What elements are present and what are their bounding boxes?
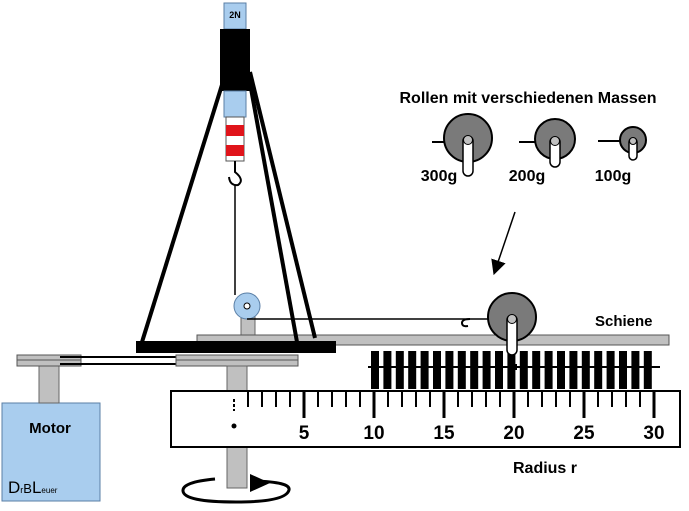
ruler-tick-label: 10 bbox=[363, 423, 384, 444]
rail-pin bbox=[631, 351, 640, 389]
rail-bar bbox=[196, 334, 670, 346]
roller-100g bbox=[598, 126, 647, 161]
rail-pin bbox=[445, 351, 454, 389]
rail-pin bbox=[371, 351, 379, 389]
ruler: 5 10 15 20 25 30 bbox=[170, 390, 681, 448]
motor-box bbox=[1, 402, 101, 502]
roller-on-rail bbox=[460, 292, 537, 356]
rail-pin bbox=[643, 351, 652, 389]
rail-pin bbox=[408, 351, 417, 389]
ruler-tick-label: 30 bbox=[643, 423, 664, 444]
rail-pin bbox=[383, 351, 392, 389]
rail bbox=[196, 334, 670, 389]
roller-300g bbox=[432, 113, 493, 177]
roller-100g-label: 100g bbox=[595, 168, 631, 185]
roller-200g-label: 200g bbox=[509, 168, 545, 185]
motor-shaft bbox=[38, 364, 60, 404]
ruler-tick-label: 20 bbox=[503, 423, 524, 444]
rail-pin bbox=[619, 351, 627, 389]
rail-pin bbox=[594, 351, 603, 389]
scale-red-band-2 bbox=[226, 145, 244, 156]
rail-label: Schiene bbox=[595, 313, 653, 330]
ruler-origin-dot bbox=[231, 423, 237, 429]
frame-legs bbox=[140, 71, 317, 343]
rail-pin bbox=[581, 351, 590, 389]
ruler-tick-label: 15 bbox=[433, 423, 455, 444]
rail-pin bbox=[519, 351, 528, 389]
rail-pin bbox=[557, 351, 565, 389]
ruler-body bbox=[170, 390, 681, 448]
pointer-arrow bbox=[491, 211, 516, 276]
rail-pin bbox=[457, 351, 466, 389]
rail-pin bbox=[420, 351, 429, 389]
scale-tube bbox=[223, 90, 247, 118]
rotation-arrow bbox=[181, 474, 291, 504]
scale-hook bbox=[228, 161, 242, 187]
roller-200g bbox=[519, 118, 576, 168]
ruler-tick-label: 5 bbox=[299, 423, 310, 444]
author-signature: DrBLeuer bbox=[8, 478, 58, 497]
rollers-title: Rollen mit verschiedenen Massen bbox=[400, 90, 657, 107]
position-marker bbox=[508, 364, 517, 370]
roller-300g-label: 300g bbox=[421, 168, 457, 185]
motor: Motor DrBLeuer bbox=[1, 354, 101, 502]
rail-pin bbox=[470, 351, 479, 389]
ruler-tick-label: 25 bbox=[573, 423, 595, 444]
roller-hook bbox=[460, 318, 471, 328]
rail-pin bbox=[495, 351, 503, 389]
rail-pin bbox=[544, 351, 553, 389]
rail-pin bbox=[395, 351, 404, 389]
rail-pin bbox=[532, 351, 541, 389]
spring-scale: 2N bbox=[220, 2, 250, 295]
rail-pin bbox=[433, 351, 441, 389]
rail-pin bbox=[569, 351, 578, 389]
frame-platform bbox=[136, 341, 336, 353]
scale-red-band-1 bbox=[226, 125, 244, 136]
rail-pin bbox=[606, 351, 615, 389]
rail-pin bbox=[482, 351, 491, 389]
scale-label: 2N bbox=[229, 10, 241, 20]
motor-label: Motor bbox=[29, 420, 71, 437]
ruler-axis-label: Radius r bbox=[513, 460, 577, 477]
scale-clamp bbox=[220, 29, 250, 91]
